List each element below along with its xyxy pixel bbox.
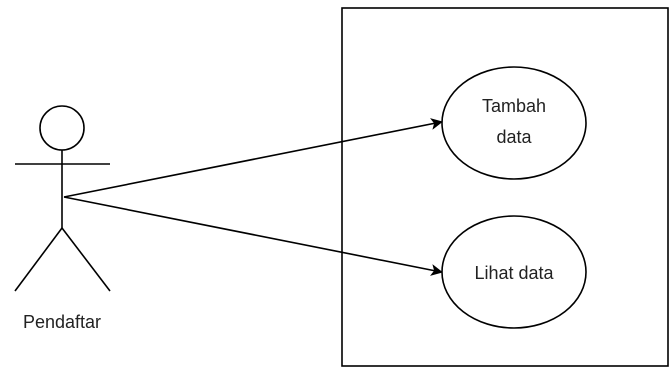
use-case-tambah-data-label-line1: Tambah (482, 96, 546, 116)
use-case-lihat-data-label: Lihat data (474, 263, 554, 283)
actor-right-leg (61, 227, 111, 292)
association-arrow-tambah-data (63, 118, 443, 198)
use-case-tambah-data (441, 66, 587, 180)
system-boundary (341, 7, 669, 367)
association-arrow-lihat-data (63, 196, 443, 276)
use-case-tambah-data-label-line2: data (496, 127, 532, 147)
actor-label: Pendaftar (23, 312, 101, 332)
use-case-lihat-data (441, 215, 587, 329)
actor-left-leg (14, 227, 63, 292)
actor-head (39, 105, 85, 151)
actor-figure (14, 105, 111, 292)
